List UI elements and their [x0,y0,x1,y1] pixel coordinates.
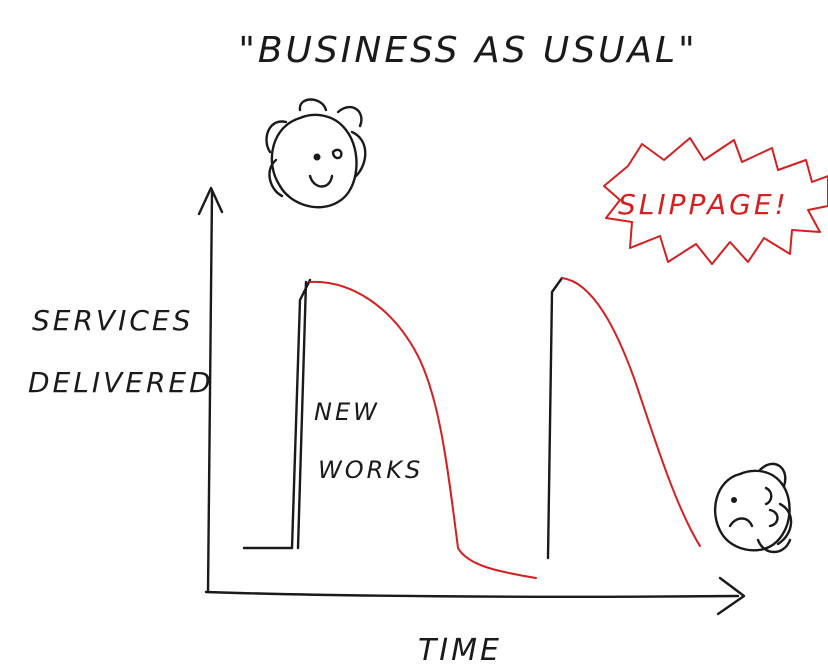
second-rise [546,276,564,560]
y-axis-label-line2: DELIVERED [28,366,214,399]
slippage-label: SLIPPAGE! [618,188,789,221]
x-axis-arrowhead [716,576,746,616]
first-decline-curve [309,280,537,579]
second-decline-curve [561,277,701,547]
new-works-label-line2: WORKS [318,456,423,484]
happy-face-icon [265,98,367,209]
diagram-title: "BUSINESS AS USUAL" [238,30,697,71]
first-rise-edge [296,280,308,550]
x-axis [204,590,740,598]
new-works-label-line1: NEW [314,398,380,426]
slippage-burst: SLIPPAGE! [603,137,828,265]
y-axis-label-line1: SERVICES [32,304,193,337]
y-axis [206,190,214,594]
x-axis-label: TIME [418,633,502,668]
sad-face-icon [713,462,793,554]
y-axis-arrowhead [197,186,224,216]
